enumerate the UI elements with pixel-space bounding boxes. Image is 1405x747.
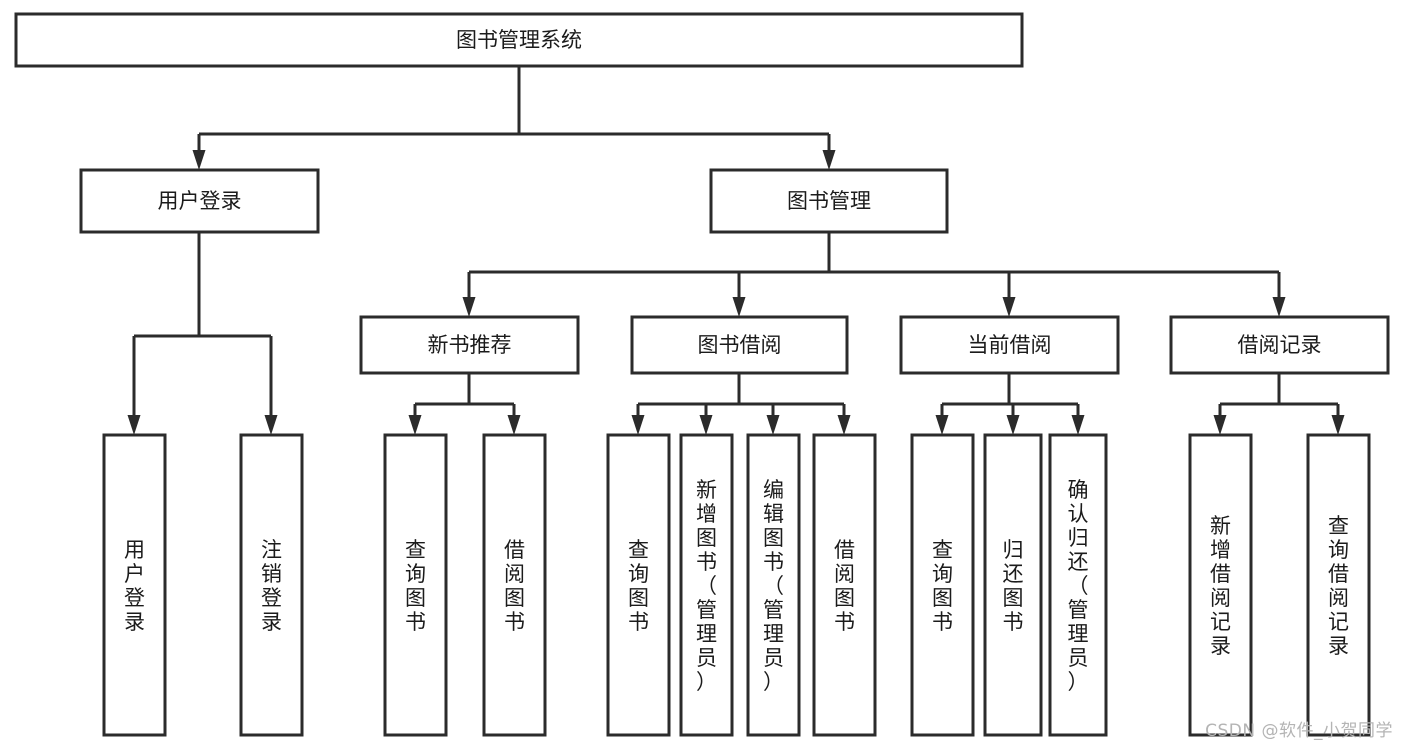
leaf-node-确认归还管理员[interactable]: 确认归还（管理员）: [1048, 433, 1108, 737]
node-label: 图书管理: [787, 189, 871, 213]
connector-root-to-level1: [192, 66, 836, 170]
leaf-node-注销登录[interactable]: 注销登录: [239, 433, 304, 737]
node-label: 新书推荐: [428, 333, 512, 357]
node-label: 借阅图书: [834, 538, 855, 634]
leaf-node-查询图书[interactable]: 查询图书: [383, 433, 448, 737]
connectors-layer: [127, 66, 1345, 435]
leaf-node-新增图书管理员[interactable]: 新增图书（管理员）: [679, 433, 734, 737]
connector-current-borrow-to-leaves: [935, 373, 1085, 435]
level2-node-借阅记录[interactable]: 借阅记录: [1169, 315, 1390, 375]
node-label: 用户登录: [158, 189, 242, 213]
connector-user-login-to-leaves: [127, 232, 278, 435]
connector-book-borrow-to-leaves: [631, 373, 851, 435]
node-label: 新增借阅记录: [1210, 514, 1231, 658]
leaf-node-查询图书[interactable]: 查询图书: [606, 433, 671, 737]
node-label: 注销登录: [261, 538, 282, 634]
connector-new-book-to-leaves: [408, 373, 521, 435]
level1-node-用户登录[interactable]: 用户登录: [79, 168, 320, 234]
leaf-node-用户登录[interactable]: 用户登录: [102, 433, 167, 737]
node-label: 当前借阅: [968, 333, 1052, 357]
leaf-node-归还图书[interactable]: 归还图书: [983, 433, 1043, 737]
nodes-layer: 图书管理系统用户登录图书管理新书推荐图书借阅当前借阅借阅记录用户登录注销登录查询…: [14, 12, 1390, 737]
leaf-node-查询借阅记录[interactable]: 查询借阅记录: [1306, 433, 1371, 737]
connector-borrow-record-to-leaves: [1213, 373, 1345, 435]
level2-node-当前借阅[interactable]: 当前借阅: [899, 315, 1120, 375]
node-label: 查询图书: [932, 538, 953, 634]
node-label: 图书管理系统: [456, 28, 582, 52]
node-label: 查询借阅记录: [1328, 514, 1349, 658]
connector-book-management-to-level2: [462, 232, 1286, 317]
node-label: 图书借阅: [698, 333, 782, 357]
leaf-node-编辑图书管理员[interactable]: 编辑图书（管理员）: [746, 433, 801, 737]
level2-node-图书借阅[interactable]: 图书借阅: [630, 315, 849, 375]
node-label: 用户登录: [124, 538, 145, 634]
level2-node-新书推荐[interactable]: 新书推荐: [359, 315, 580, 375]
node-label: 归还图书: [1003, 538, 1024, 634]
node-label: 新增图书（管理员）: [696, 478, 717, 694]
leaf-node-借阅图书[interactable]: 借阅图书: [482, 433, 547, 737]
root-node-图书管理系统[interactable]: 图书管理系统: [14, 12, 1024, 68]
node-label: 确认归还（管理员）: [1068, 478, 1089, 694]
node-label: 借阅记录: [1238, 333, 1322, 357]
leaf-node-借阅图书[interactable]: 借阅图书: [812, 433, 877, 737]
node-label: 借阅图书: [504, 538, 525, 634]
leaf-node-新增借阅记录[interactable]: 新增借阅记录: [1188, 433, 1253, 737]
node-label: 编辑图书（管理员）: [763, 478, 784, 694]
node-label: 查询图书: [405, 538, 426, 634]
leaf-node-查询图书[interactable]: 查询图书: [910, 433, 975, 737]
level1-node-图书管理[interactable]: 图书管理: [709, 168, 949, 234]
node-label: 查询图书: [628, 538, 649, 634]
